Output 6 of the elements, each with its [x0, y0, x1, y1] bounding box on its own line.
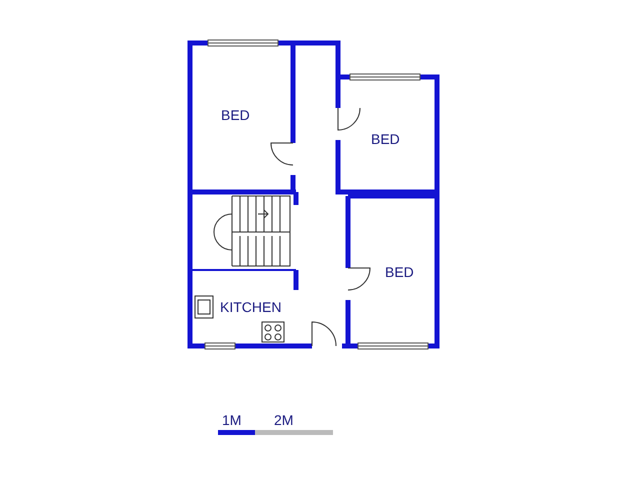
- room-label: KITCHEN: [220, 299, 282, 315]
- room-label: BED: [221, 107, 250, 123]
- scale-label: 2M: [274, 412, 294, 428]
- room-label: BED: [371, 131, 400, 147]
- scale-label: 1M: [222, 412, 242, 428]
- room-label: BED: [385, 264, 414, 280]
